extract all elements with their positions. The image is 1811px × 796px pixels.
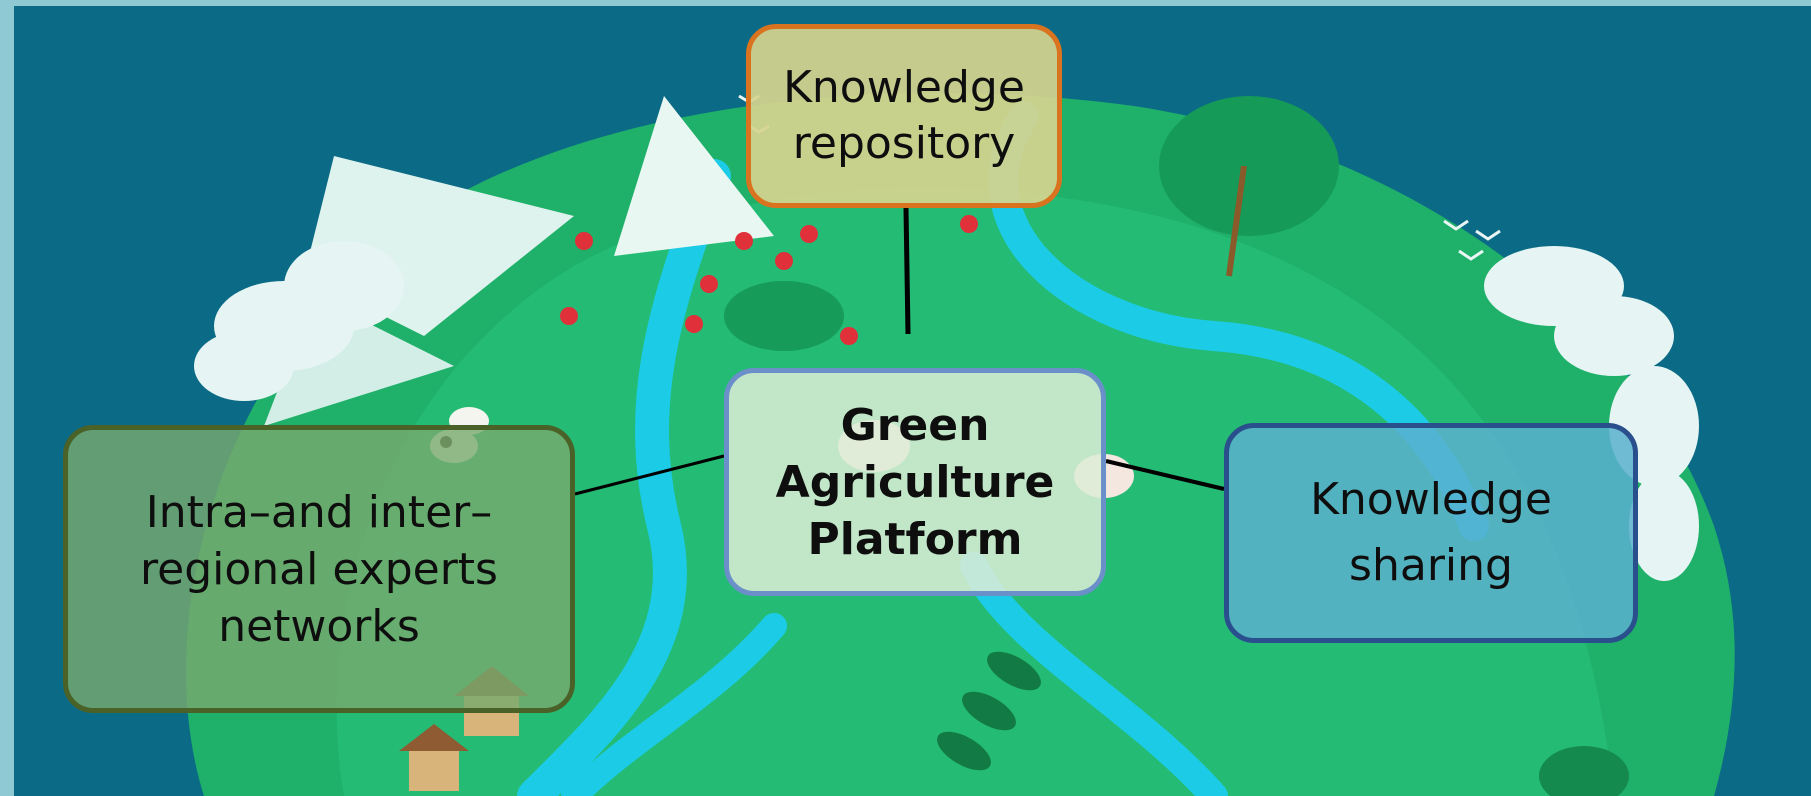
diagram-canvas: Knowledge repository Green Agriculture P… (14, 6, 1811, 796)
tree-icon (724, 281, 844, 351)
knowledge-sharing-label: Knowledge sharing (1310, 474, 1552, 591)
connector-top (903, 207, 911, 335)
tree-icon (937, 651, 1041, 771)
tree-icon (1539, 746, 1629, 796)
experts-networks-node: Intra–and inter– regional experts networ… (63, 425, 575, 713)
green-agriculture-platform-label: Green Agriculture Platform (775, 399, 1055, 565)
connector-layer (574, 207, 1225, 496)
river-icon (960, 552, 1228, 796)
river-icon (517, 159, 731, 796)
green-agriculture-platform-node: Green Agriculture Platform (724, 368, 1106, 596)
experts-networks-label: Intra–and inter– regional experts networ… (140, 486, 498, 652)
connector-right (1105, 459, 1225, 491)
knowledge-sharing-node: Knowledge sharing (1224, 423, 1638, 643)
mountain-icon (614, 96, 774, 256)
flower-icon (560, 215, 978, 345)
cloud-icon (194, 241, 404, 401)
connector-left (574, 454, 725, 496)
knowledge-repository-label: Knowledge repository (783, 62, 1025, 169)
knowledge-repository-node: Knowledge repository (746, 24, 1062, 208)
tree-icon (1159, 96, 1339, 277)
river-icon (561, 613, 787, 796)
